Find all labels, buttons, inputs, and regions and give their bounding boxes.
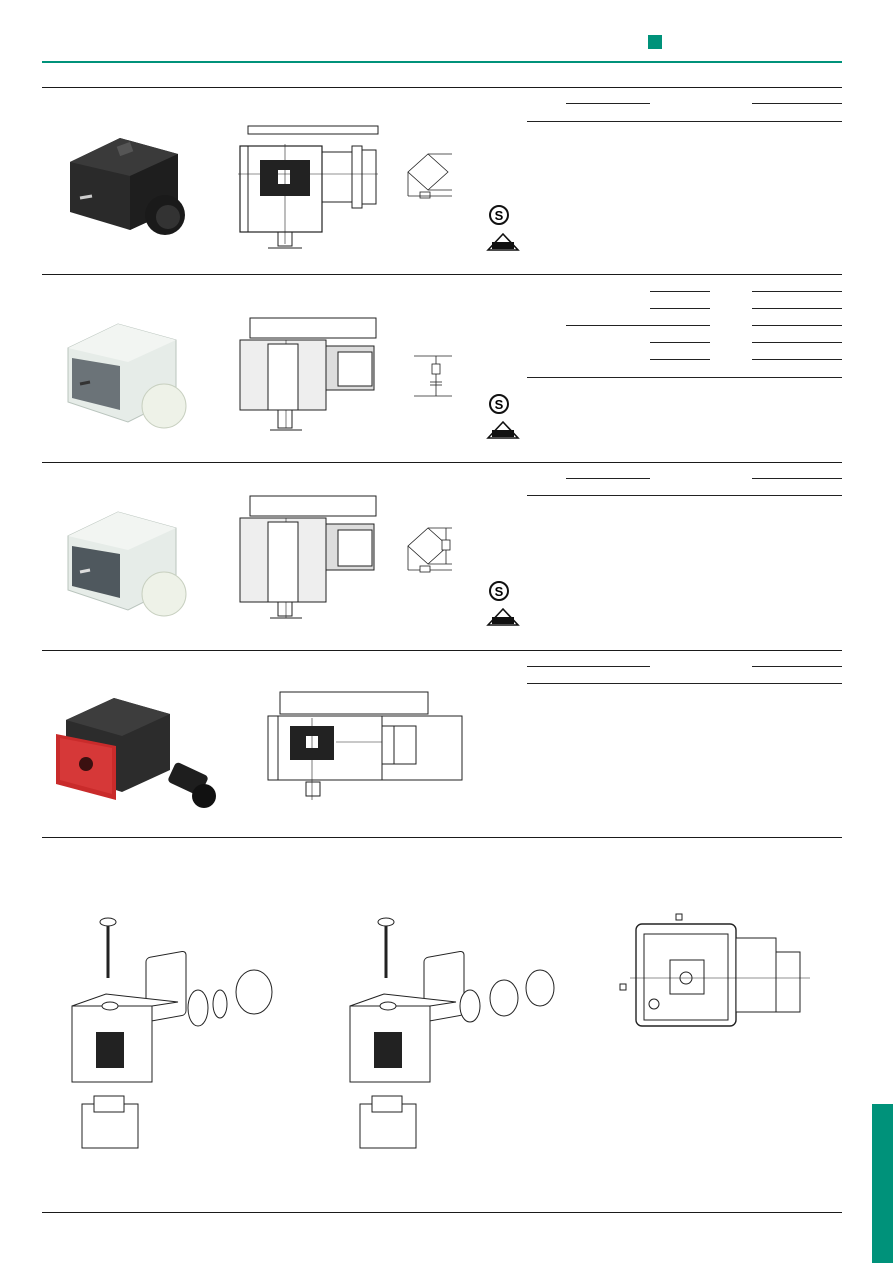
- table-rule: [566, 103, 650, 104]
- black-connector-drawing: [238, 125, 379, 249]
- divider: [42, 650, 842, 651]
- section-marker: [648, 35, 662, 49]
- divider: [42, 274, 842, 275]
- table-rule: [566, 325, 710, 326]
- mounting-plan-view: [619, 913, 810, 1027]
- table-rule: [752, 325, 842, 326]
- table-rule: [650, 291, 710, 292]
- table-rule: [752, 342, 842, 343]
- table-rule: [752, 103, 842, 104]
- table-rule: [566, 478, 650, 479]
- s-approval-icon: S: [489, 581, 509, 601]
- divider: [42, 1212, 842, 1213]
- transparent-connector-photo: [67, 511, 187, 617]
- rc-suppression-circuit: [414, 355, 452, 397]
- black-connector-photo: [70, 138, 185, 235]
- transparent-connector-section: [239, 317, 377, 431]
- table-rule: [527, 666, 650, 667]
- svg-text:S: S: [495, 397, 504, 412]
- side-tab: [872, 1104, 893, 1263]
- table-rule: [752, 308, 842, 309]
- m12-connector-drawing: [267, 691, 463, 800]
- table-rule: [527, 121, 842, 122]
- vde-icon: [486, 607, 520, 626]
- table-rule: [752, 666, 842, 667]
- table-rule: [650, 308, 710, 309]
- table-rule: [527, 683, 842, 684]
- svg-text:S: S: [495, 584, 504, 599]
- bridge-rectifier-circuit: [407, 153, 452, 199]
- divider: [42, 87, 842, 88]
- gland-exploded-view: [71, 917, 273, 1149]
- table-rule: [527, 495, 842, 496]
- vde-icon: [486, 232, 520, 251]
- vde-icon: [486, 420, 520, 439]
- clip-exploded-view: [349, 917, 555, 1149]
- transparent-connector-photo: [67, 323, 187, 429]
- table-rule: [650, 359, 710, 360]
- table-rule: [752, 478, 842, 479]
- bridge-rectifier-led-circuit: [407, 527, 452, 573]
- divider: [42, 837, 842, 838]
- header-rule: [42, 61, 842, 63]
- s-approval-icon: S: [489, 394, 509, 414]
- table-rule: [752, 359, 842, 360]
- transparent-connector-section: [239, 495, 377, 619]
- red-black-m12-connector-photo: [56, 698, 216, 808]
- s-approval-icon: S: [489, 205, 509, 225]
- divider: [42, 462, 842, 463]
- table-rule: [527, 377, 842, 378]
- table-rule: [650, 342, 710, 343]
- svg-text:S: S: [495, 208, 504, 223]
- table-rule: [752, 291, 842, 292]
